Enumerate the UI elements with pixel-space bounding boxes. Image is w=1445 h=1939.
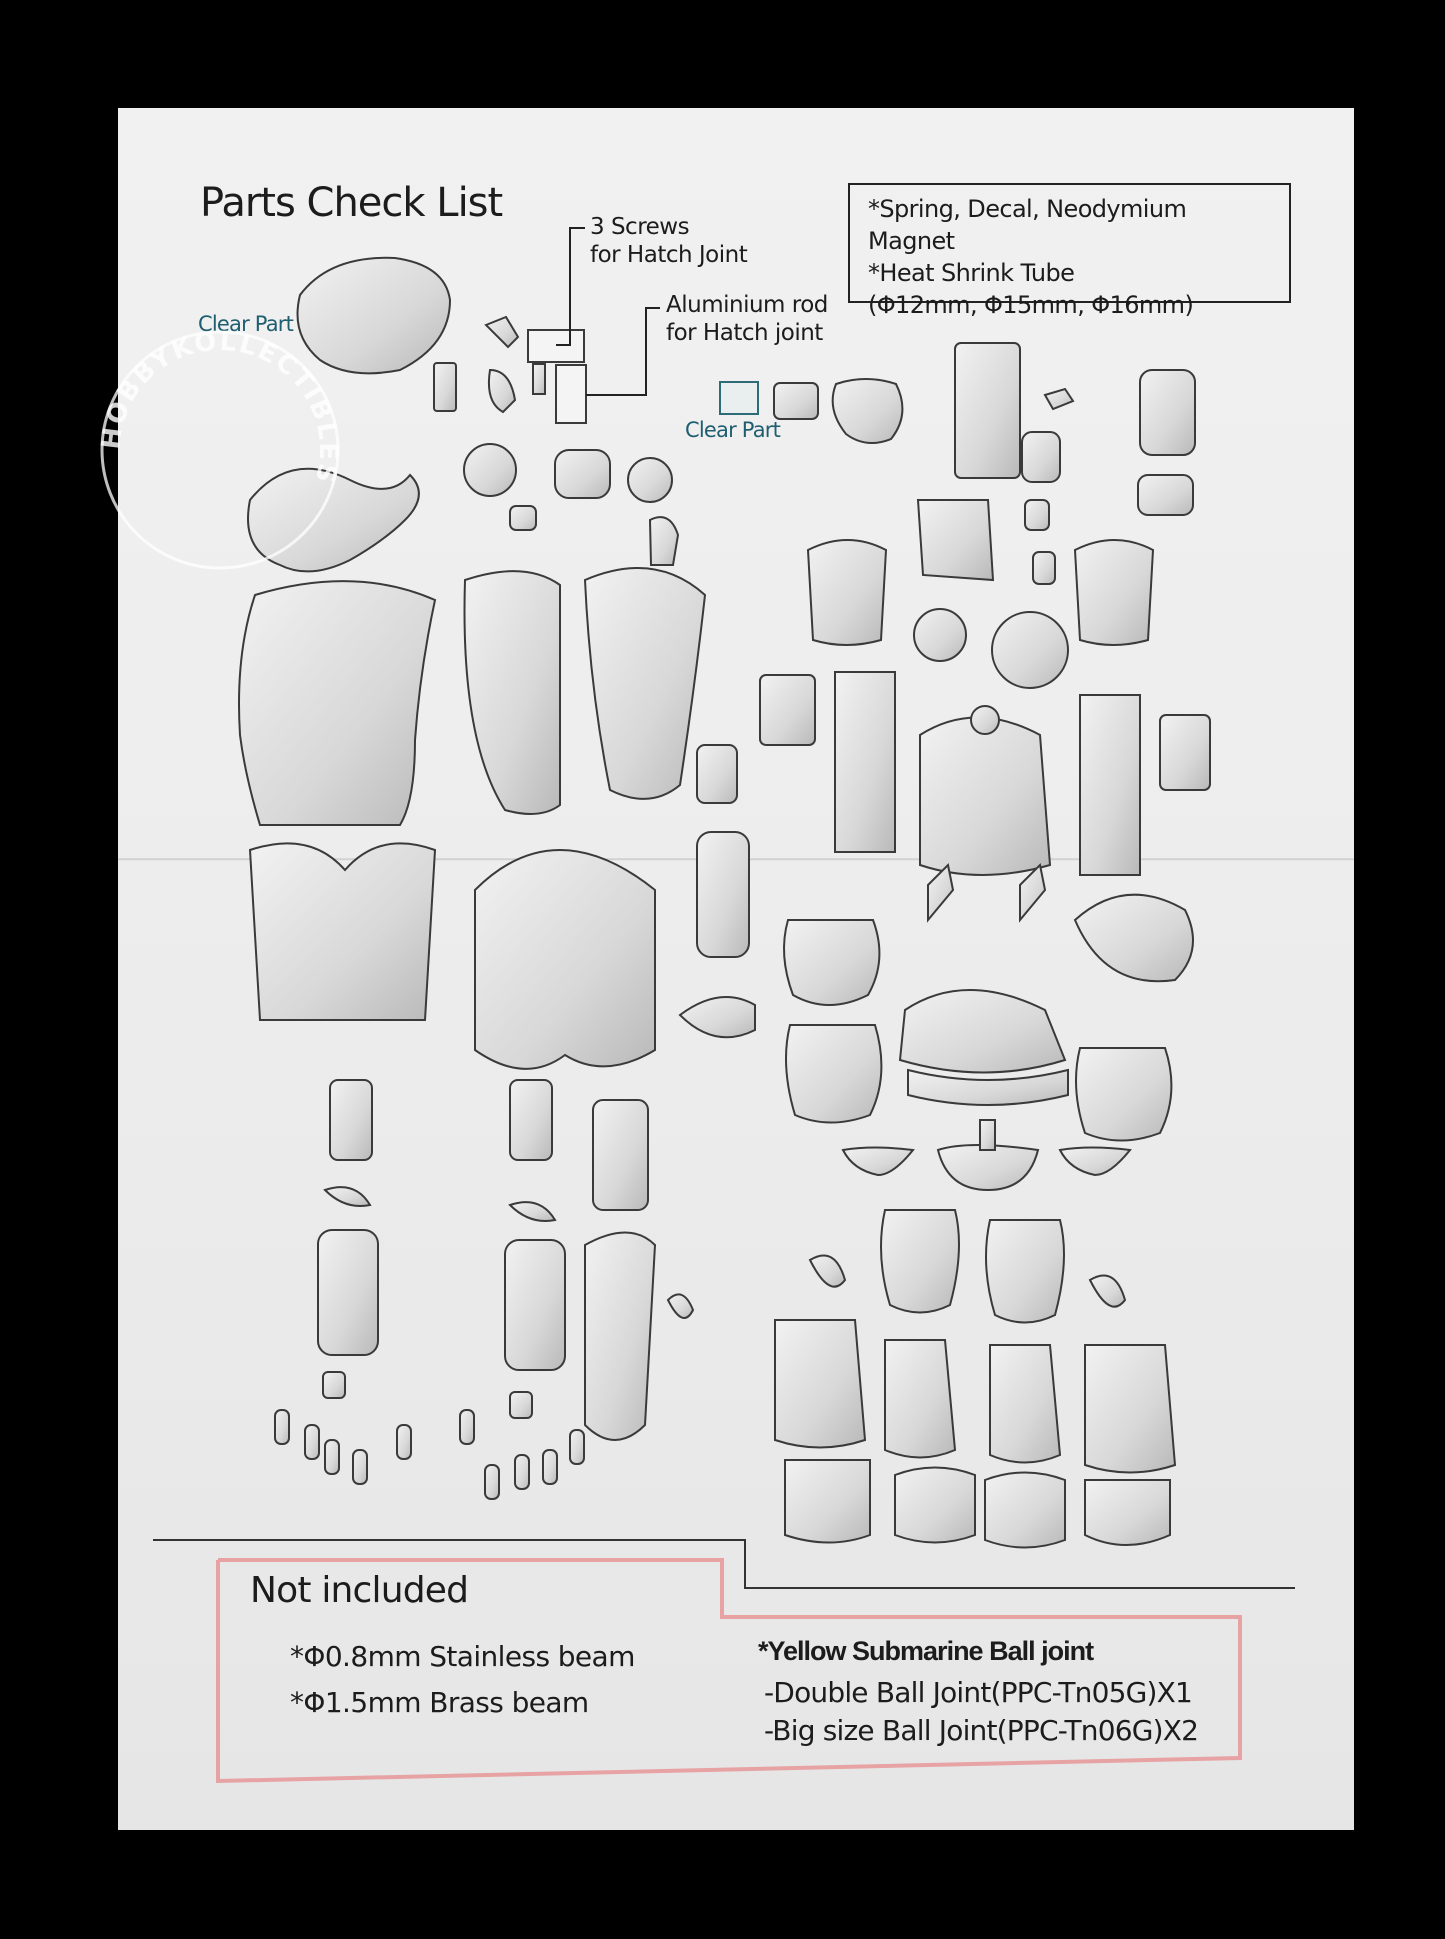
infobox-line2: *Heat Shrink Tube — [868, 259, 1075, 287]
clear-square-part — [719, 381, 759, 415]
ball-joint-item-big: -Big size Ball Joint(PPC-Tn06G)X2 — [764, 1714, 1199, 1747]
ball-joint-item-double: -Double Ball Joint(PPC-Tn05G)X1 — [764, 1676, 1193, 1709]
watermark-stamp: HOBBYKOLLECTIBLES — [96, 326, 343, 570]
torso-half-b — [583, 567, 707, 800]
rod-callout-line2: for Hatch joint — [666, 320, 823, 346]
screws-callout-line2: for Hatch Joint — [590, 242, 748, 268]
not-included-heading: Not included — [250, 1570, 469, 1611]
screws-callout-line1: 3 Screws — [590, 214, 690, 240]
rod-callout-line1: Aluminium rod — [666, 292, 828, 318]
ball-joint-heading: *Yellow Submarine Ball joint — [758, 1636, 1094, 1666]
canopy-part — [296, 256, 452, 375]
rod-box — [555, 364, 587, 424]
torso-shell-left — [238, 580, 437, 826]
watermark-text: HOBBYKOLLECTIBLES — [96, 326, 341, 487]
hip-block — [898, 989, 1067, 1074]
torso-half-a — [463, 570, 561, 815]
not-included-item-brass: *Φ1.5mm Brass beam — [290, 1686, 589, 1719]
infobox-line3: (Φ12mm, Φ15mm, Φ16mm) — [868, 291, 1194, 319]
cockpit-part — [474, 849, 656, 1070]
forearm-large — [584, 1231, 657, 1441]
infobox-line1: *Spring, Decal, Neodymium Magnet — [868, 195, 1187, 255]
pilot-bust — [919, 716, 1052, 876]
page-title: Parts Check List — [200, 180, 503, 226]
svg-text:HOBBYKOLLECTIBLES: HOBBYKOLLECTIBLES — [96, 326, 343, 487]
pelvis-part — [248, 842, 437, 1021]
clear-part-label-square: Clear Part — [685, 418, 781, 442]
not-included-item-stainless: *Φ0.8mm Stainless beam — [290, 1640, 635, 1673]
included-extras-box: *Spring, Decal, Neodymium Magnet *Heat S… — [848, 183, 1291, 319]
